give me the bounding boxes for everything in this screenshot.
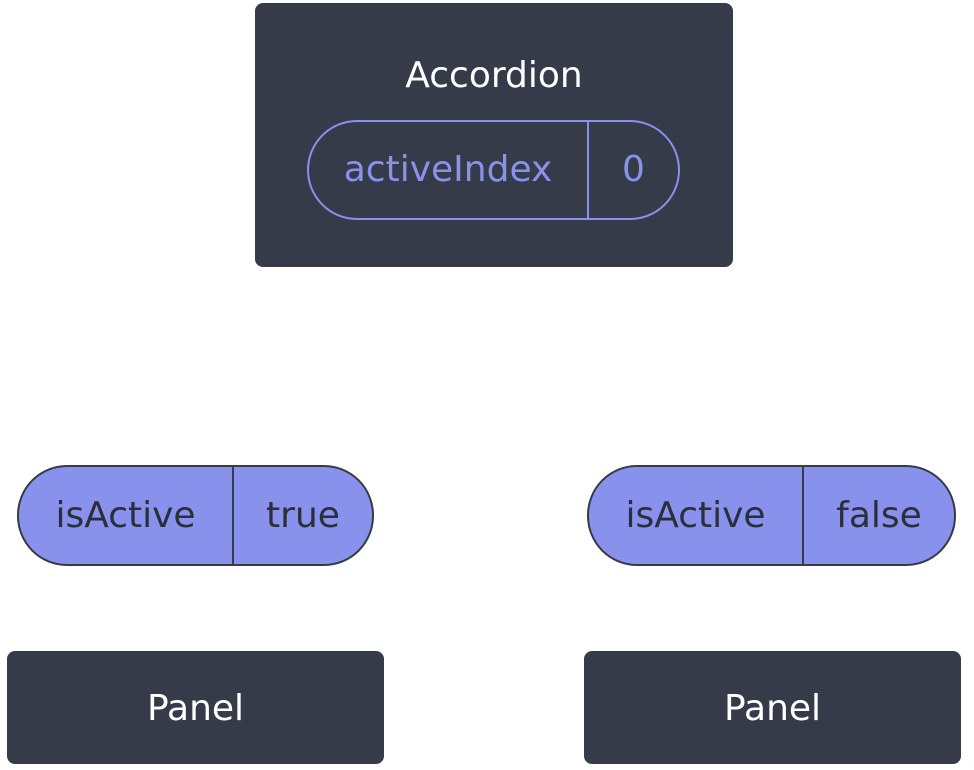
state-divider <box>587 122 589 218</box>
panel-title: Panel <box>146 688 245 729</box>
panel-component-right: Panel <box>584 651 961 764</box>
panel-component-left: Panel <box>7 651 384 764</box>
panel-prop-pill-left: isActive true <box>17 465 374 566</box>
prop-divider <box>802 467 804 564</box>
prop-key: isActive <box>55 494 196 536</box>
panel-prop-pill-right: isActive false <box>587 465 956 566</box>
prop-value: true <box>266 494 340 536</box>
accordion-title: Accordion <box>405 55 583 96</box>
panel-title: Panel <box>723 688 822 729</box>
accordion-component: Accordion activeIndex 0 <box>255 3 733 267</box>
state-value: 0 <box>622 149 645 190</box>
prop-key: isActive <box>625 494 766 536</box>
prop-divider <box>232 467 234 564</box>
state-key: activeIndex <box>343 149 553 190</box>
active-index-state-pill: activeIndex 0 <box>307 120 680 220</box>
prop-value: false <box>836 494 922 536</box>
